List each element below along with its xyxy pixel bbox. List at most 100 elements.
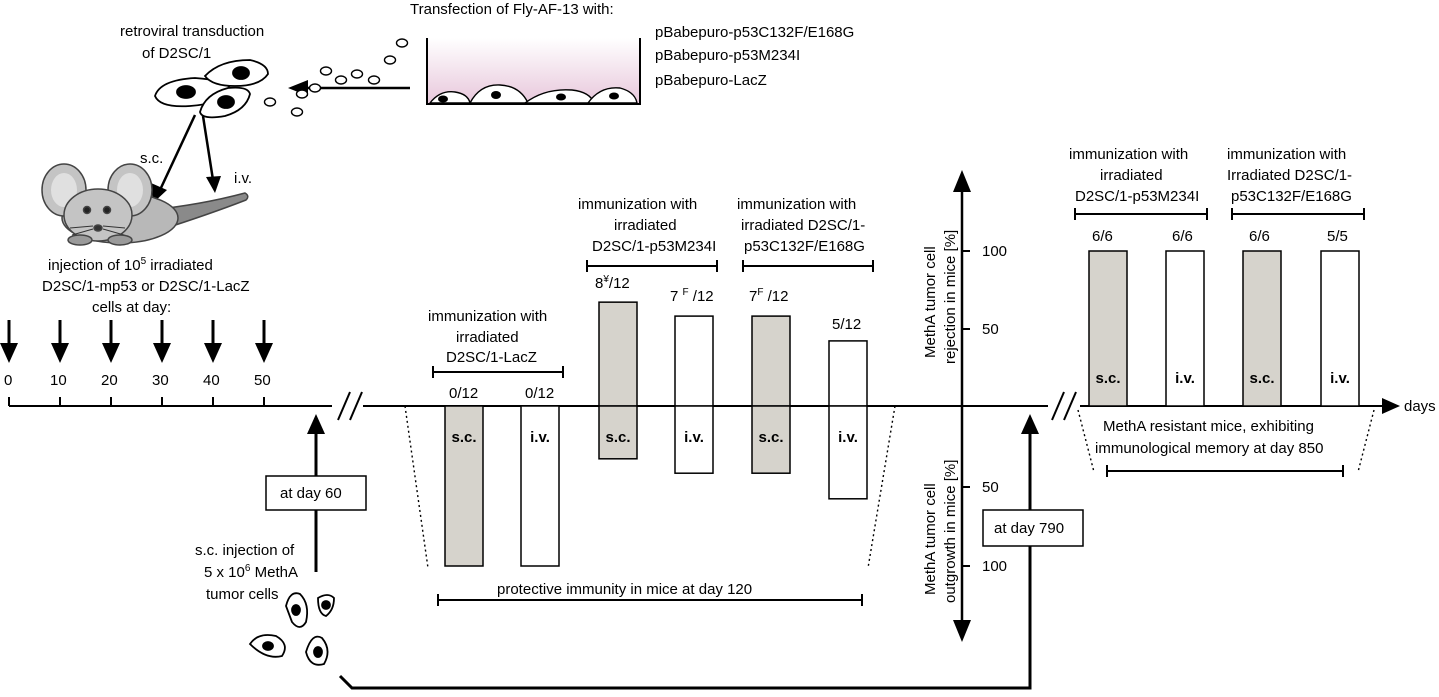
day-label-30: 30 xyxy=(152,372,169,389)
day-label-10: 10 xyxy=(50,372,67,389)
ratio-c132-sc: 7F /12 xyxy=(749,287,788,305)
day-label-20: 20 xyxy=(101,372,118,389)
virus-particles xyxy=(263,38,409,117)
late-m234-line2: irradiated xyxy=(1100,167,1163,184)
bar-route-label-1: i.v. xyxy=(530,429,550,446)
bar-route-label-9: i.v. xyxy=(1330,370,1350,387)
bar-outgrowth-3 xyxy=(674,405,714,474)
ratio-late-3: 6/6 xyxy=(1249,228,1270,245)
y-axis-ticks xyxy=(962,250,970,567)
outgrowth-label-1: MethA tumor cell xyxy=(922,483,939,595)
lacz-line2: irradiated xyxy=(456,329,519,346)
plasmid-3: pBabepuro-LacZ xyxy=(655,72,767,89)
ratio-late-2: 6/6 xyxy=(1172,228,1193,245)
injection-arrow-10 xyxy=(51,320,69,363)
day120-trapezoid xyxy=(404,405,896,569)
lacz-line3: D2SC/1-LacZ xyxy=(446,349,537,366)
route-sc-top: s.c. xyxy=(140,150,163,167)
metha-line2: 5 x 106 MethA xyxy=(204,563,298,581)
bar-route-label-2: s.c. xyxy=(605,429,630,446)
m234-line1: immunization with xyxy=(578,196,697,213)
memory-bracket xyxy=(1106,465,1344,477)
metha-line3: tumor cells xyxy=(206,586,279,603)
bar-rejection-4 xyxy=(751,315,791,407)
late-c132-line3: p53C132F/E168G xyxy=(1231,188,1352,205)
day790-box xyxy=(982,509,1084,547)
memory-line1: MethA resistant mice, exhibiting xyxy=(1103,418,1314,435)
injection-arrow-50 xyxy=(255,320,273,363)
transfection-title: Transfection of Fly-AF-13 with: xyxy=(410,1,614,18)
culture-dish xyxy=(426,38,641,105)
m234-line3: D2SC/1-p53M234I xyxy=(592,238,716,255)
ratio-lacz-sc: 0/12 xyxy=(449,385,478,402)
y-axis-bottom-arrow xyxy=(953,620,971,642)
ratio-lacz-iv: 0/12 xyxy=(525,385,554,402)
dendritic-cells xyxy=(154,59,269,119)
bar-outgrowth-4 xyxy=(751,405,791,474)
transduction-line2: of D2SC/1 xyxy=(142,45,211,62)
injection-line3: cells at day: xyxy=(92,299,171,316)
bar-outgrowth-1 xyxy=(520,405,560,567)
outgrowth-label-2: outgrowth in mice [%] xyxy=(942,460,959,603)
day60-box xyxy=(265,475,367,511)
day-label-0: 0 xyxy=(4,372,12,389)
ratio-late-1: 6/6 xyxy=(1092,228,1113,245)
day-label-50: 50 xyxy=(254,372,271,389)
ytick-upper-100: 100 xyxy=(982,243,1007,260)
bar-outgrowth-5 xyxy=(828,405,868,500)
ratio-m234-iv: 7 F /12 xyxy=(670,287,714,305)
injection-line2: D2SC/1-mp53 or D2SC/1-LacZ xyxy=(42,278,250,295)
bar-route-label-5: i.v. xyxy=(838,429,858,446)
injection-arrow-0 xyxy=(0,320,18,363)
bar-rejection-5 xyxy=(828,340,868,407)
c132-line1: immunization with xyxy=(737,196,856,213)
injection-arrow-20 xyxy=(102,320,120,363)
ratio-c132-iv: 5/12 xyxy=(832,316,861,333)
bar-rejection-2 xyxy=(598,301,638,407)
plasmid-1: pBabepuro-p53C132F/E168G xyxy=(655,24,854,41)
bar-rejection-6 xyxy=(1088,250,1128,407)
day790-label: at day 790 xyxy=(994,520,1064,537)
bar-route-label-7: i.v. xyxy=(1175,370,1195,387)
bar-outgrowth-0 xyxy=(444,405,484,567)
ytick-lower-100: 100 xyxy=(982,558,1007,575)
day60-label: at day 60 xyxy=(280,485,342,502)
protective-label: protective immunity in mice at day 120 xyxy=(497,581,752,598)
route-iv-top: i.v. xyxy=(234,170,252,187)
tumor-cells xyxy=(248,592,335,666)
day-label-40: 40 xyxy=(203,372,220,389)
injection-arrow-30 xyxy=(153,320,171,363)
bar-rejection-9 xyxy=(1320,250,1360,407)
transduction-line1: retroviral transduction xyxy=(120,23,264,40)
memory-line2: immunological memory at day 850 xyxy=(1095,440,1323,457)
days-label: days xyxy=(1404,398,1436,415)
bar-route-label-6: s.c. xyxy=(1095,370,1120,387)
bar-route-label-4: s.c. xyxy=(758,429,783,446)
days-arrowhead xyxy=(1382,398,1400,414)
m234-bracket xyxy=(586,260,718,272)
bar-rejection-7 xyxy=(1165,250,1205,407)
day850-trapezoid xyxy=(1077,409,1375,473)
lacz-bracket xyxy=(432,366,564,378)
rejection-label-2: rejection in mice [%] xyxy=(942,230,959,364)
metha-line1: s.c. injection of xyxy=(195,542,295,559)
ytick-upper-50: 50 xyxy=(982,321,999,338)
c132-line2: irradiated D2SC/1- xyxy=(741,217,865,234)
bar-rejection-8 xyxy=(1242,250,1282,407)
c132-bracket xyxy=(742,260,874,272)
sc-arrow xyxy=(158,114,197,191)
bar-route-label-0: s.c. xyxy=(451,429,476,446)
injection-line1: injection of 105 irradiated xyxy=(48,256,213,274)
rejection-label-1: MethA tumor cell xyxy=(922,246,939,358)
ratio-m234-sc: 8¥/12 xyxy=(595,274,630,292)
bar-group: s.c. i.v. s.c. i.v. s.c. i.v. s.c. i.v. s.c. i.v. xyxy=(444,250,1360,567)
bar-route-label-3: i.v. xyxy=(684,429,704,446)
axis-break-1 xyxy=(337,391,363,421)
injection-arrow-40 xyxy=(204,320,222,363)
day790-line xyxy=(338,430,1032,690)
late-c132-line2: Irradiated D2SC/1- xyxy=(1227,167,1352,184)
iv-arrow xyxy=(201,115,215,181)
bar-route-label-8: s.c. xyxy=(1249,370,1274,387)
